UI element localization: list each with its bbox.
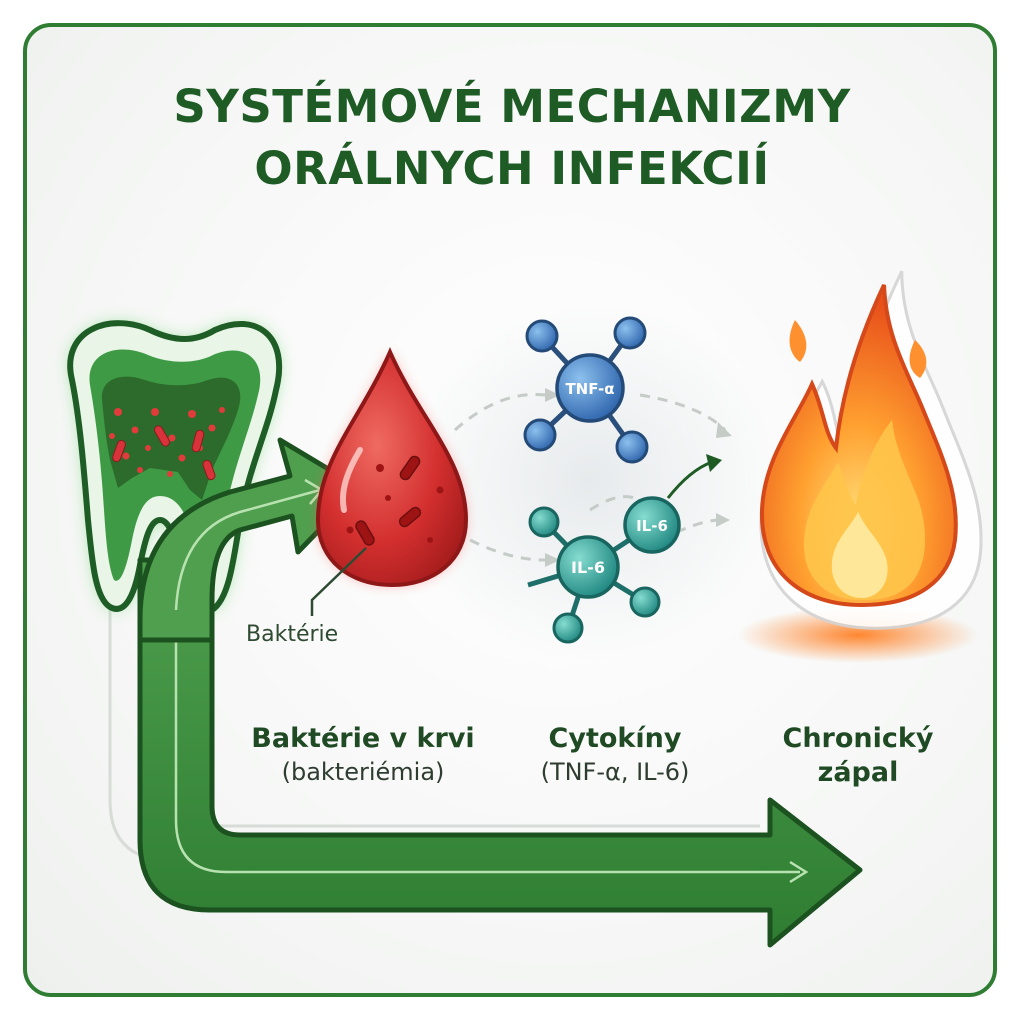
- bacteria-label: Baktérie: [246, 622, 339, 647]
- stage-bacteremia-title: Baktérie v krvi: [251, 723, 475, 754]
- stage-cytokines: Cytokíny (TNF-α, IL-6): [505, 722, 725, 788]
- stage-bacteremia: Baktérie v krvi (bakteriémia): [228, 722, 498, 788]
- page-title: SYSTÉMOVÉ MECHANIZMY ORÁLNYCH INFEKCIÍ: [0, 76, 1024, 200]
- blood-drop-icon: [310, 347, 469, 616]
- tnf-label: TNF-α: [565, 380, 614, 398]
- cytokine-molecule-icon: IL-6 IL-6: [527, 454, 722, 644]
- arrow-icon: [137, 437, 863, 948]
- il6-small-label: IL-6: [636, 517, 668, 535]
- cytokine-molecule-icon: TNF-α: [523, 316, 649, 464]
- stage-chronic-title-line1: Chronický: [782, 723, 934, 754]
- stage-chronic-title-line2: zápal: [817, 757, 899, 788]
- title-line-2: ORÁLNYCH INFEKCIÍ: [254, 142, 770, 195]
- stage-bacteremia-subtitle: (bakteriémia): [281, 758, 445, 786]
- cytokine-halo: [400, 300, 780, 660]
- title-line-1: SYSTÉMOVÉ MECHANIZMY: [173, 80, 851, 133]
- stage-chronic-inflammation: Chronický zápal: [748, 722, 968, 790]
- flame-icon: [738, 270, 983, 663]
- stage-cytokines-title: Cytokíny: [548, 723, 682, 754]
- dashed-arrowheads: [545, 388, 732, 567]
- il6-large-label: IL-6: [571, 558, 605, 577]
- stage-cytokines-subtitle: (TNF-α, IL-6): [540, 758, 690, 786]
